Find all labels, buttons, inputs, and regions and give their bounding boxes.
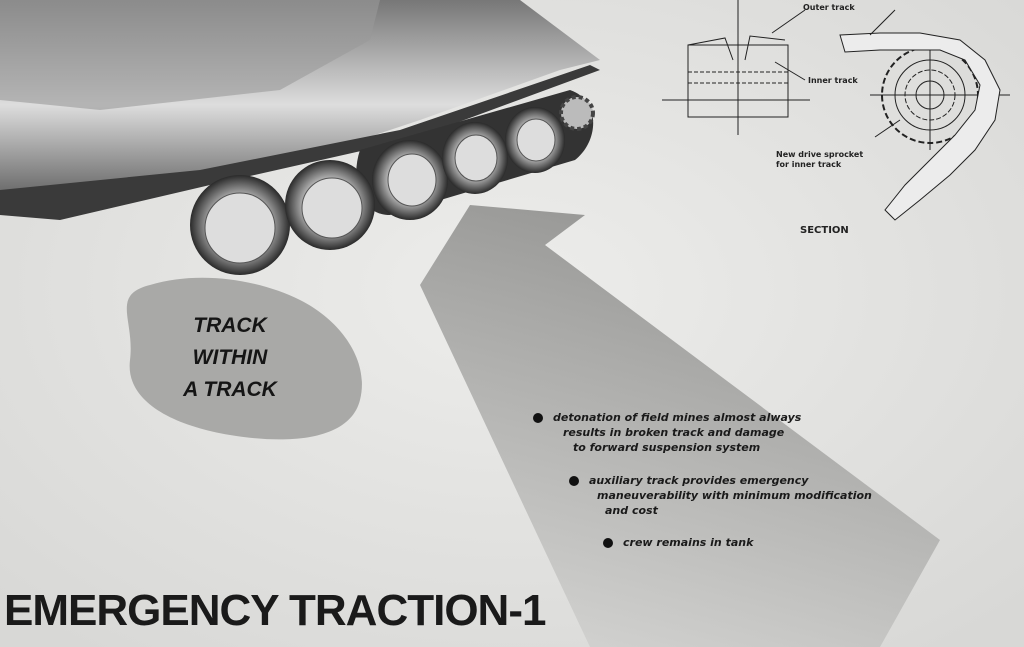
sprocket-label: New drive sprocket for inner track [776, 150, 863, 170]
bullet-line: auxiliary track provides emergency [589, 474, 809, 487]
callout-line: WITHIN [192, 346, 268, 369]
bullet-item: crew remains in tank [603, 535, 754, 550]
arrow-shape [420, 205, 940, 647]
road-wheels [190, 95, 595, 275]
bullet-line: to forward suspension system [573, 441, 761, 454]
section-label: SECTION [800, 225, 849, 236]
bullet-dot-icon [569, 476, 579, 486]
callout-line: TRACK [193, 314, 267, 337]
section-diagram [662, 0, 1010, 221]
bullet-line: results in broken track and damage [563, 426, 785, 439]
callout-line: A TRACK [183, 378, 277, 401]
bullet-line: detonation of field mines almost always [553, 411, 802, 424]
bullet-line: maneuverability with minimum modificatio… [597, 489, 872, 502]
bullet-dot-icon [533, 413, 543, 423]
bullet-item: auxiliary track provides emergency maneu… [569, 473, 872, 518]
outer-track-label: Outer track [803, 3, 855, 12]
bullet-item: detonation of field mines almost always … [533, 410, 802, 455]
bullet-line: crew remains in tank [623, 536, 754, 549]
bullet-line: and cost [605, 504, 658, 517]
sprocket-label-line: for inner track [776, 160, 842, 169]
callout-text: TRACK WITHIN A TRACK [160, 310, 300, 406]
sprocket-label-line: New drive sprocket [776, 150, 864, 159]
bullet-dot-icon [603, 538, 613, 548]
callout-blob [126, 277, 362, 440]
inner-track-label: Inner track [808, 76, 858, 85]
page-title: EMERGENCY TRACTION-1 [4, 586, 546, 635]
